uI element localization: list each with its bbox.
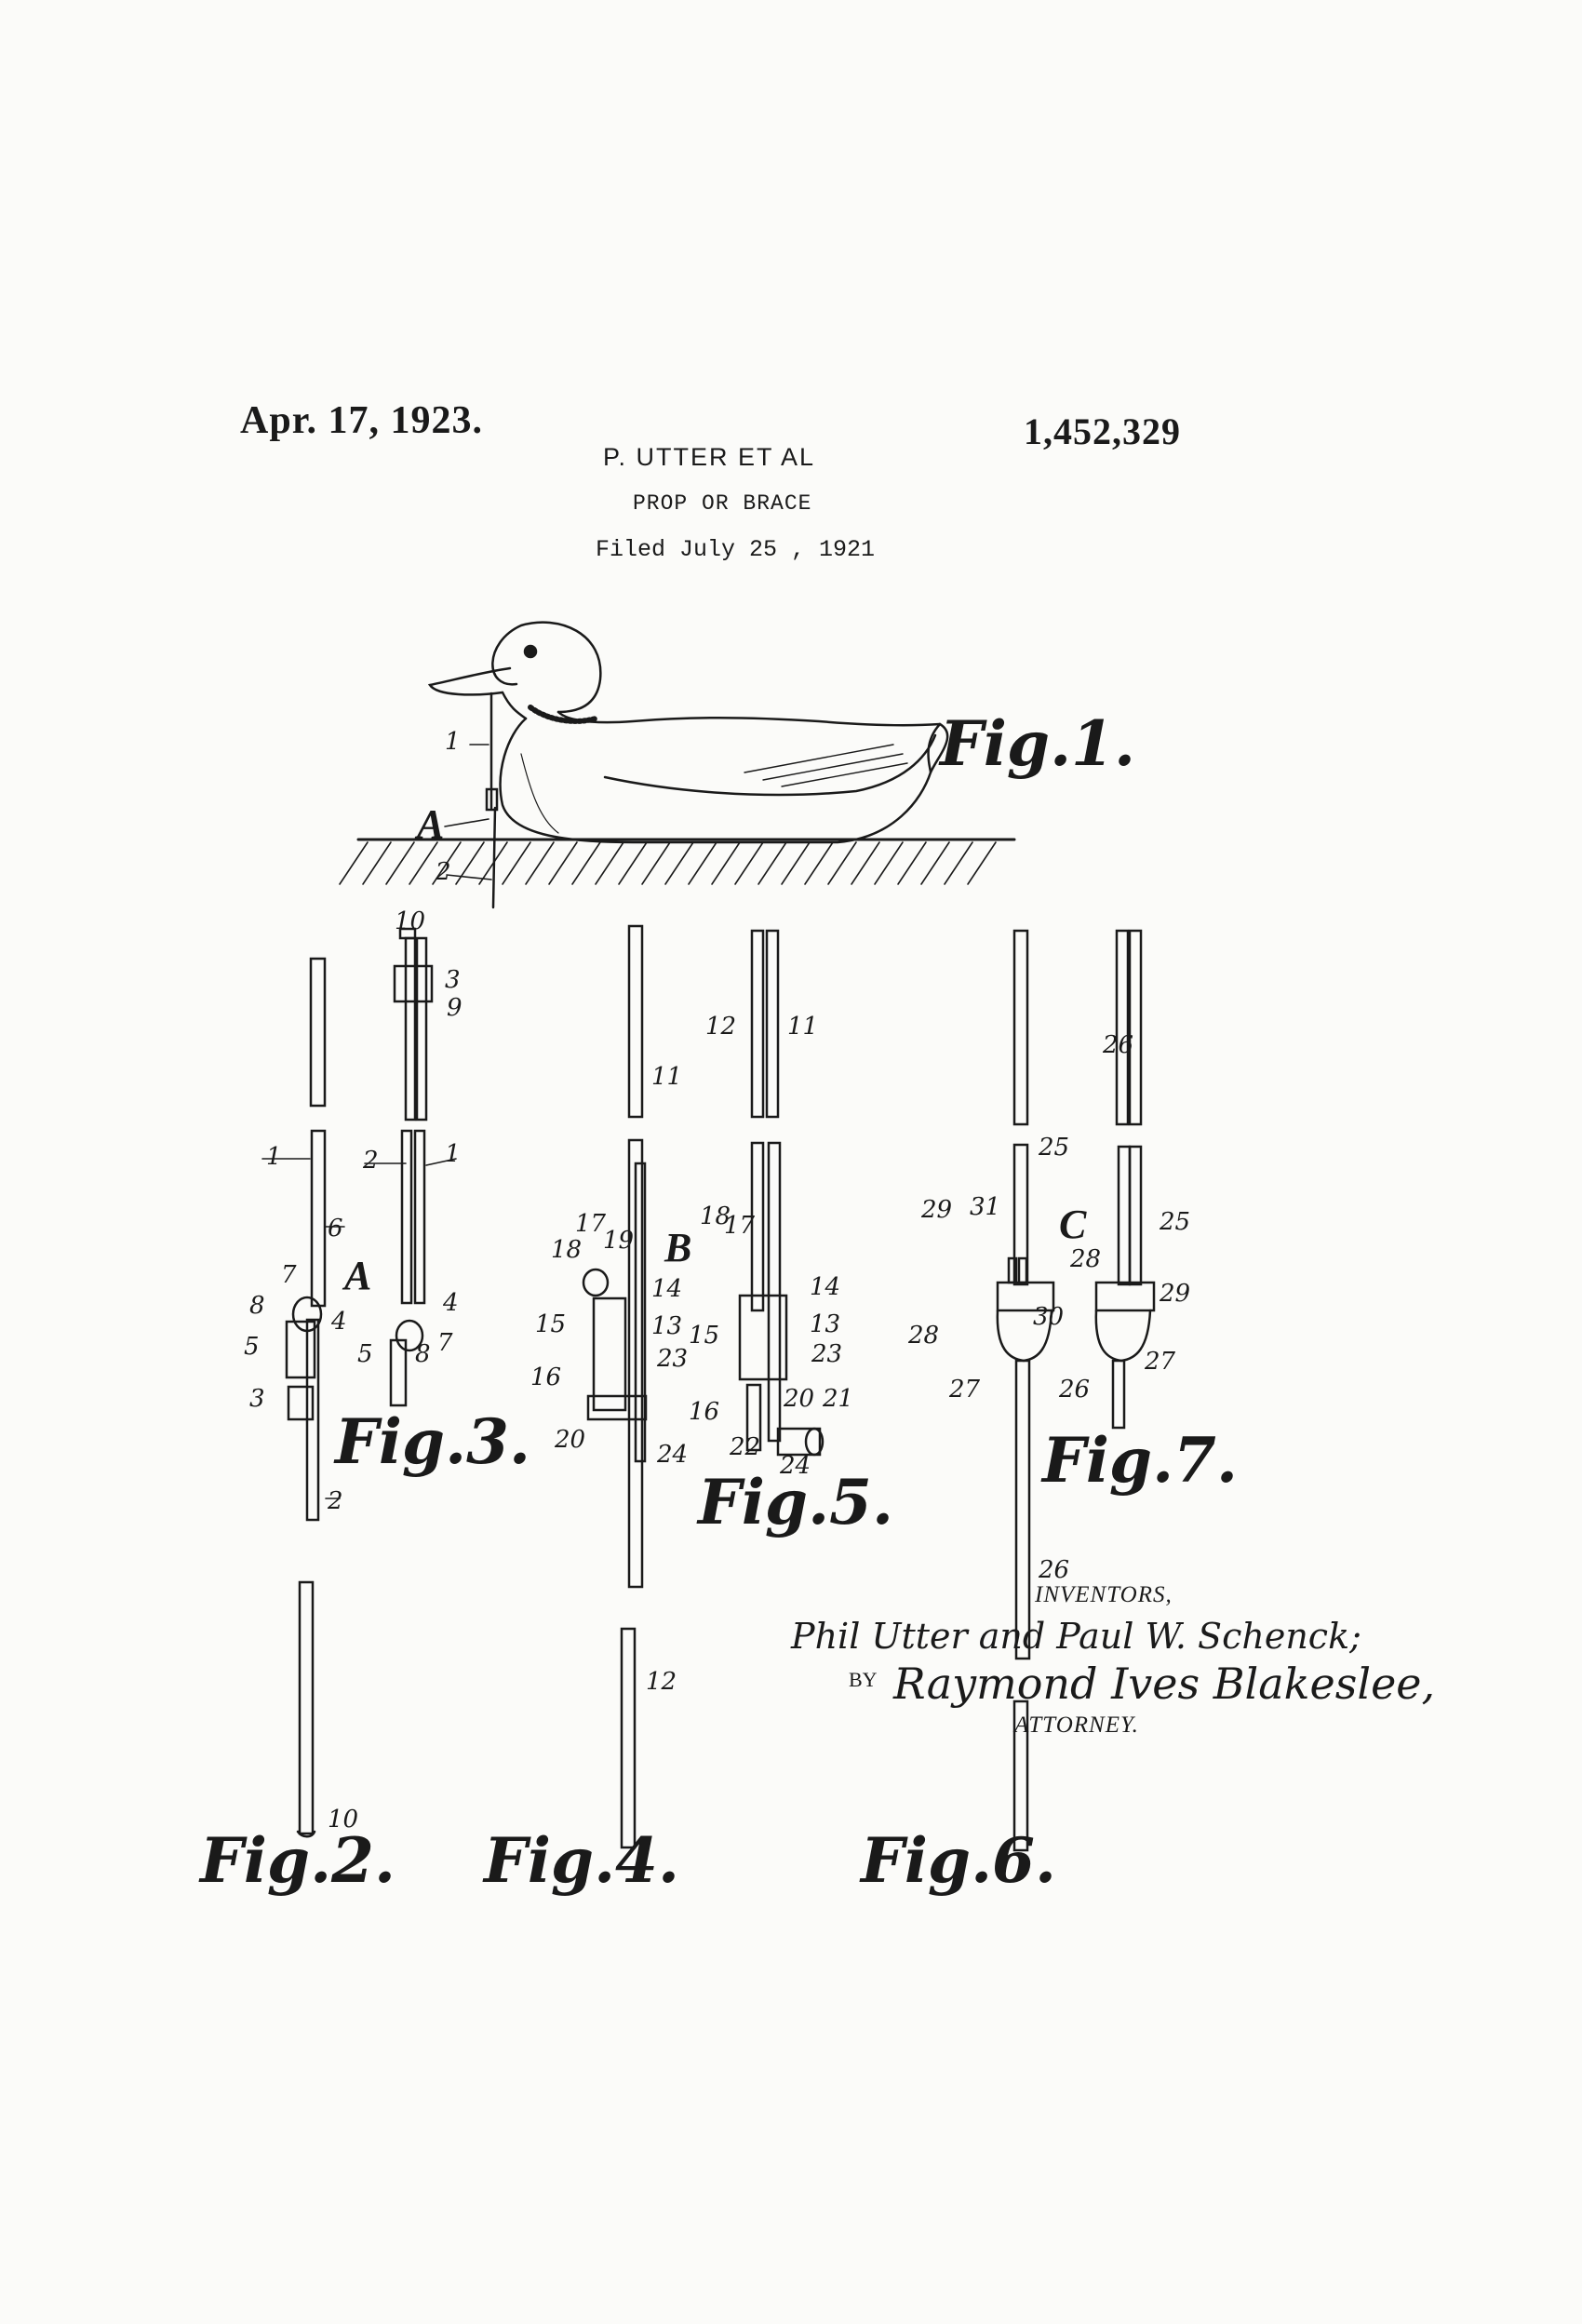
ref-26: 26 bbox=[1103, 1031, 1134, 1059]
ref-28: 28 bbox=[908, 1322, 940, 1350]
ref-25: 25 bbox=[1039, 1134, 1070, 1162]
patent-title: PROP OR BRACE bbox=[633, 491, 812, 516]
fig2-drawing bbox=[285, 957, 327, 1838]
ref-3: 3 bbox=[249, 1385, 265, 1413]
duck-decoy-illustration bbox=[339, 621, 1016, 909]
ref-2: 2 bbox=[363, 1147, 379, 1175]
ref-11: 11 bbox=[651, 1063, 683, 1091]
ref-10: 10 bbox=[328, 1806, 359, 1834]
ref-23: 23 bbox=[811, 1340, 843, 1368]
ref-28: 28 bbox=[1070, 1245, 1102, 1273]
fig4-drawing bbox=[582, 924, 648, 1849]
ref-21: 21 bbox=[823, 1385, 854, 1413]
ref-27: 27 bbox=[949, 1376, 981, 1404]
fig5-label: Fig.5. bbox=[698, 1466, 893, 1538]
fig6-drawing bbox=[996, 929, 1055, 1852]
ref-17: 17 bbox=[575, 1210, 607, 1238]
ref-1: 1 bbox=[445, 1140, 461, 1168]
ref-17: 17 bbox=[724, 1212, 756, 1240]
fig5-drawing bbox=[738, 929, 825, 1457]
ref-31: 31 bbox=[970, 1193, 1001, 1221]
ref-27: 27 bbox=[1145, 1348, 1176, 1376]
ref-18: 18 bbox=[551, 1236, 583, 1264]
ref-11: 11 bbox=[787, 1013, 819, 1041]
ref-15: 15 bbox=[535, 1310, 567, 1338]
ref-16: 16 bbox=[530, 1364, 562, 1391]
fig2-label: Fig.2. bbox=[200, 1824, 396, 1897]
ref-8: 8 bbox=[249, 1292, 265, 1320]
ref-24: 24 bbox=[657, 1441, 689, 1469]
ref-10: 10 bbox=[395, 907, 426, 935]
ref-19: 19 bbox=[603, 1227, 635, 1255]
ref-14: 14 bbox=[651, 1275, 683, 1303]
ref-22: 22 bbox=[730, 1433, 761, 1461]
ref-7: 7 bbox=[281, 1261, 297, 1289]
ref-3: 3 bbox=[445, 966, 461, 994]
section-letter-a-fig1: A bbox=[417, 801, 445, 847]
ref-5: 5 bbox=[244, 1333, 260, 1361]
section-letter-a-fig3: A bbox=[344, 1253, 372, 1298]
fig7-drawing bbox=[1094, 929, 1156, 1430]
filed-date: Filed July 25 , 1921 bbox=[596, 536, 876, 563]
ref-26: 26 bbox=[1039, 1556, 1070, 1584]
section-letter-c: C bbox=[1059, 1202, 1087, 1247]
ref-1: 1 bbox=[266, 1143, 282, 1171]
ref-7: 7 bbox=[437, 1329, 453, 1357]
ref-12: 12 bbox=[646, 1668, 677, 1696]
ref-5: 5 bbox=[357, 1340, 373, 1368]
fig6-label: Fig.6. bbox=[861, 1824, 1056, 1897]
ref-26: 26 bbox=[1059, 1376, 1091, 1404]
ref-29: 29 bbox=[1160, 1280, 1191, 1308]
ref-13: 13 bbox=[651, 1312, 683, 1340]
ref-9: 9 bbox=[447, 994, 463, 1022]
ref-20: 20 bbox=[784, 1385, 815, 1413]
ref-4: 4 bbox=[443, 1289, 459, 1317]
attorney-signature: Raymond Ives Blakeslee, bbox=[893, 1659, 1436, 1709]
patent-number: 1,452,329 bbox=[1024, 410, 1181, 452]
ref-12: 12 bbox=[705, 1013, 737, 1041]
ref-15: 15 bbox=[689, 1322, 720, 1350]
fig3-label: Fig.3. bbox=[335, 1405, 530, 1478]
ref-30: 30 bbox=[1033, 1303, 1065, 1331]
ref-8: 8 bbox=[415, 1340, 431, 1368]
fig1-label: Fig.1. bbox=[940, 707, 1135, 780]
fig3-drawing bbox=[389, 927, 434, 1407]
ref-18: 18 bbox=[700, 1202, 731, 1230]
attorney-label: ATTORNEY. bbox=[1014, 1713, 1139, 1738]
by-label: BY bbox=[849, 1668, 878, 1691]
ref-25: 25 bbox=[1160, 1208, 1191, 1236]
ref-24: 24 bbox=[780, 1452, 811, 1480]
ref-29: 29 bbox=[921, 1196, 953, 1224]
ref-4: 4 bbox=[331, 1308, 347, 1336]
ref-16: 16 bbox=[689, 1398, 720, 1426]
fig7-label: Fig.7. bbox=[1042, 1424, 1238, 1497]
patent-date: Apr. 17, 1923. bbox=[240, 399, 483, 442]
ref-20: 20 bbox=[555, 1426, 586, 1454]
ref-6: 6 bbox=[328, 1215, 343, 1243]
ref-14: 14 bbox=[810, 1273, 841, 1301]
inventor-line: P. UTTER ET AL bbox=[603, 443, 816, 471]
ref-2: 2 bbox=[436, 858, 451, 886]
leader-lines bbox=[261, 744, 492, 1499]
inventors-label: INVENTORS, bbox=[1035, 1582, 1173, 1607]
fig4-label: Fig.4. bbox=[484, 1824, 679, 1897]
section-letter-b: B bbox=[664, 1225, 692, 1270]
ref-23: 23 bbox=[657, 1345, 689, 1373]
ref-1: 1 bbox=[445, 728, 461, 756]
inventors-signature: Phil Utter and Paul W. Schenck; bbox=[791, 1616, 1361, 1657]
ref-2: 2 bbox=[328, 1487, 343, 1515]
ref-13: 13 bbox=[810, 1310, 841, 1338]
